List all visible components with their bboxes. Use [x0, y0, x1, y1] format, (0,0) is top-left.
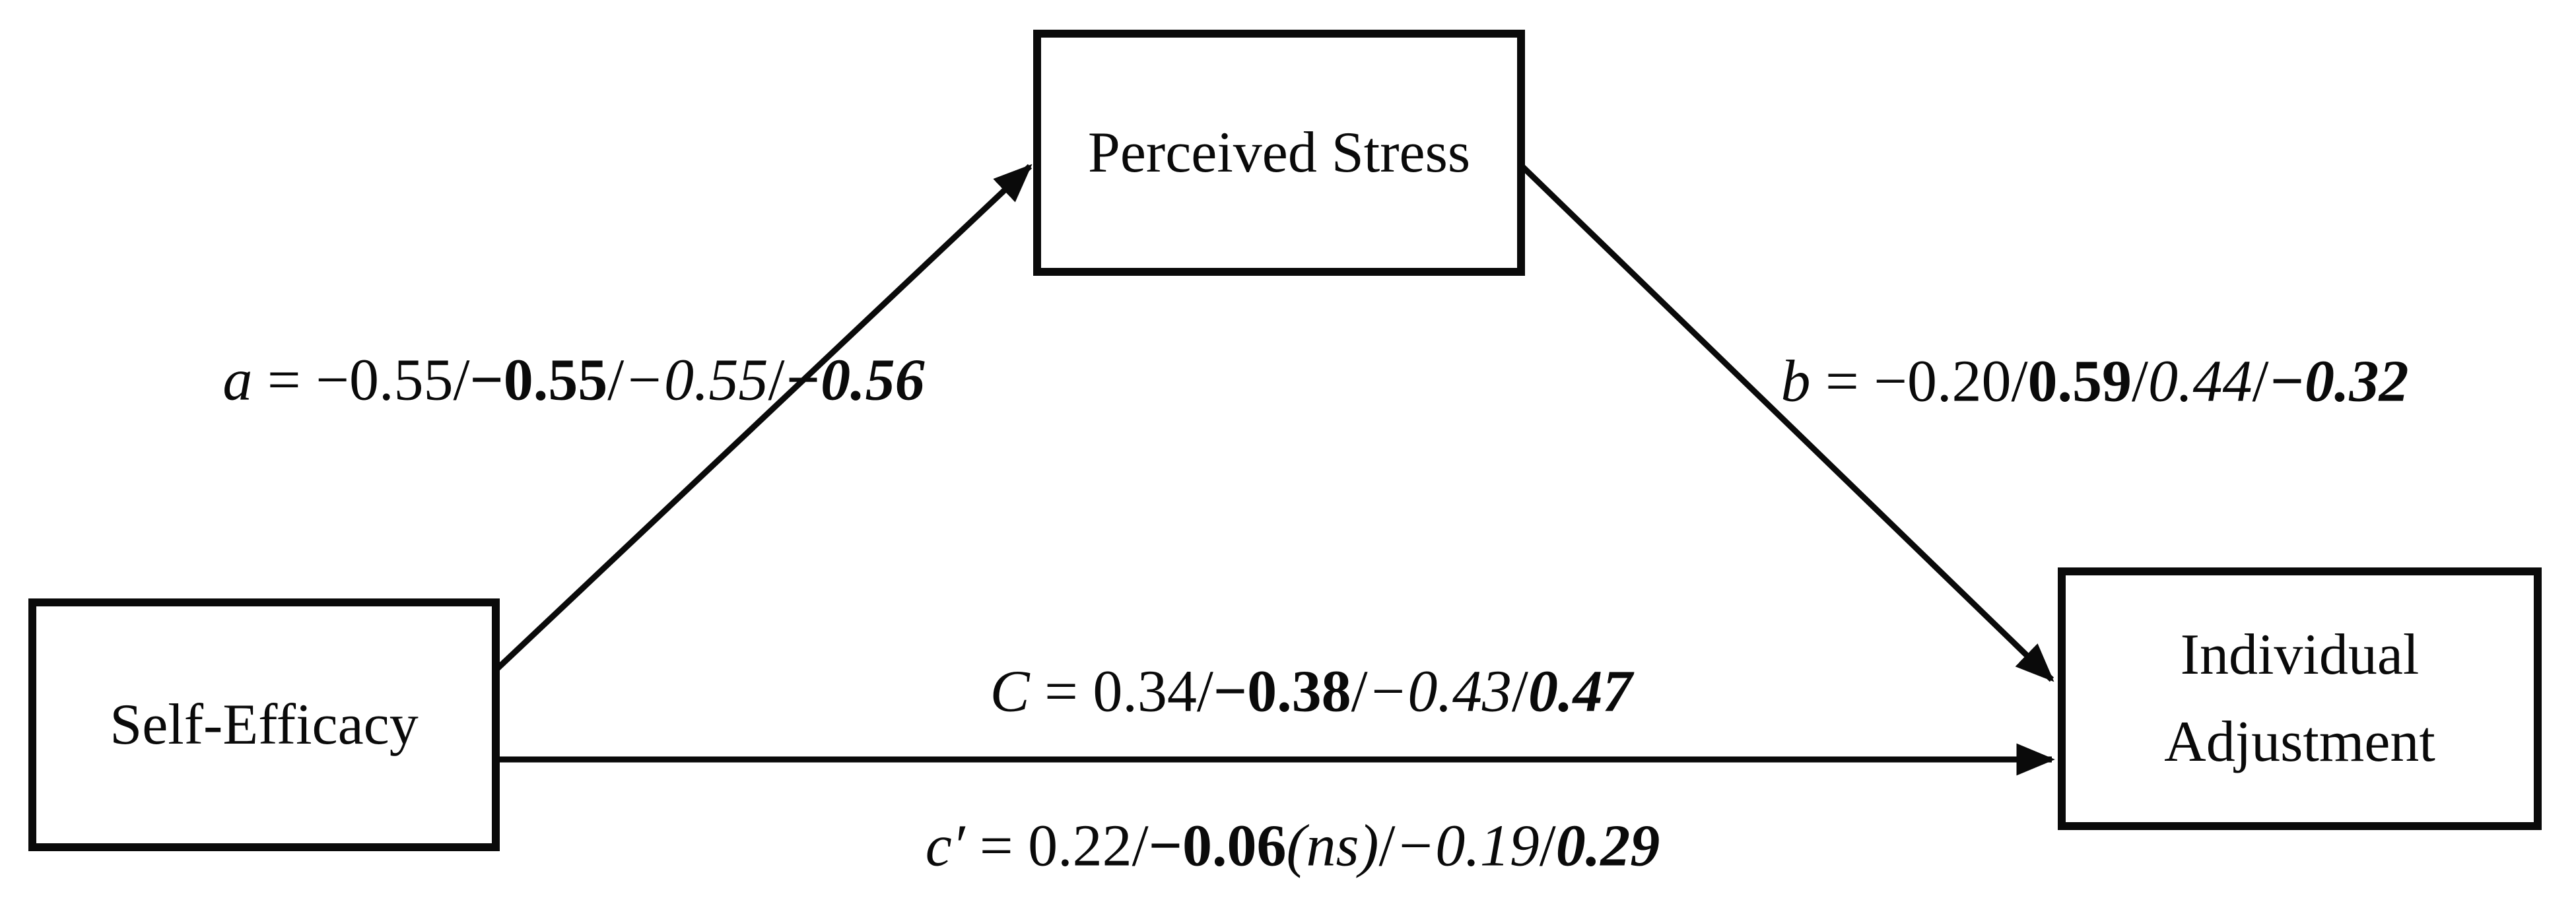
path-a-sep-3: /	[768, 347, 785, 413]
path-c-direct-sep-2: /	[1378, 813, 1396, 879]
path-c-direct-sep-3: /	[1539, 813, 1556, 879]
path-a-value-2: −0.55	[469, 347, 608, 413]
path-c-direct-sep-1: /	[1132, 813, 1149, 879]
path-a-sep-1: /	[453, 347, 470, 413]
path-c-direct-coef: c′	[925, 813, 965, 879]
path-b-equals: =	[1810, 348, 1874, 414]
path-c-direct-ns-note: (ns)	[1286, 813, 1379, 879]
path-a-value-3: −0.55	[624, 347, 768, 413]
path-c-direct-value-3: −0.19	[1395, 813, 1540, 879]
path-b-value-3: 0.44	[2148, 348, 2253, 414]
path-c-total-value-1: 0.34	[1093, 659, 1197, 724]
path-c-total-coef: C	[990, 659, 1030, 724]
path-b-sep-3: /	[2252, 348, 2269, 414]
path-c-direct-equals: =	[965, 813, 1029, 879]
path-c-direct-value-2: −0.06	[1148, 813, 1287, 879]
path-a-value-1: −0.55	[316, 347, 454, 413]
path-c-total-value-2: −0.38	[1213, 659, 1351, 724]
predictor-box: Self-Efficacy	[28, 598, 500, 851]
path-b-coef: b	[1780, 348, 1811, 414]
predictor-box-label: Self-Efficacy	[110, 692, 419, 757]
path-c-direct-value-4: 0.29	[1555, 813, 1660, 879]
path-c-total-sep-1: /	[1196, 659, 1213, 724]
path-a-label: a = −0.55/−0.55/−0.55/−0.56	[163, 278, 924, 482]
path-c-total-value-3: −0.43	[1367, 659, 1512, 724]
outcome-box-label-line1: Individual	[2180, 623, 2420, 687]
path-a-coef: a	[222, 347, 253, 413]
path-b-value-2: 0.59	[2027, 348, 2132, 414]
path-a-sep-2: /	[607, 347, 625, 413]
path-b-value-1: −0.20	[1874, 348, 2012, 414]
outcome-box-label-line2: Adjustment	[2164, 710, 2435, 774]
path-b-value-4: −0.32	[2268, 348, 2409, 414]
path-b-label: b = −0.20/0.59/0.44/−0.32	[1721, 280, 2408, 484]
path-a-equals: =	[252, 347, 316, 413]
mediator-box: Perceived Stress	[1033, 30, 1525, 276]
path-c-total-label: C = 0.34/−0.38/−0.43/0.47	[931, 590, 1633, 794]
outcome-box: Individual Adjustment	[2058, 567, 2542, 830]
path-c-total-sep-3: /	[1511, 659, 1528, 724]
path-c-direct-label: c′ = 0.22/−0.06(ns)/−0.19/0.29	[866, 744, 1660, 900]
path-a-value-4: −0.56	[784, 347, 925, 413]
path-c-total-sep-2: /	[1351, 659, 1368, 724]
path-b-sep-2: /	[2131, 348, 2148, 414]
path-c-total-equals: =	[1029, 659, 1093, 724]
path-c-total-value-4: 0.47	[1528, 659, 1633, 724]
path-c-direct-value-1: 0.22	[1028, 813, 1132, 879]
mediator-box-label: Perceived Stress	[1087, 120, 1471, 185]
path-b-sep-1: /	[2011, 348, 2028, 414]
